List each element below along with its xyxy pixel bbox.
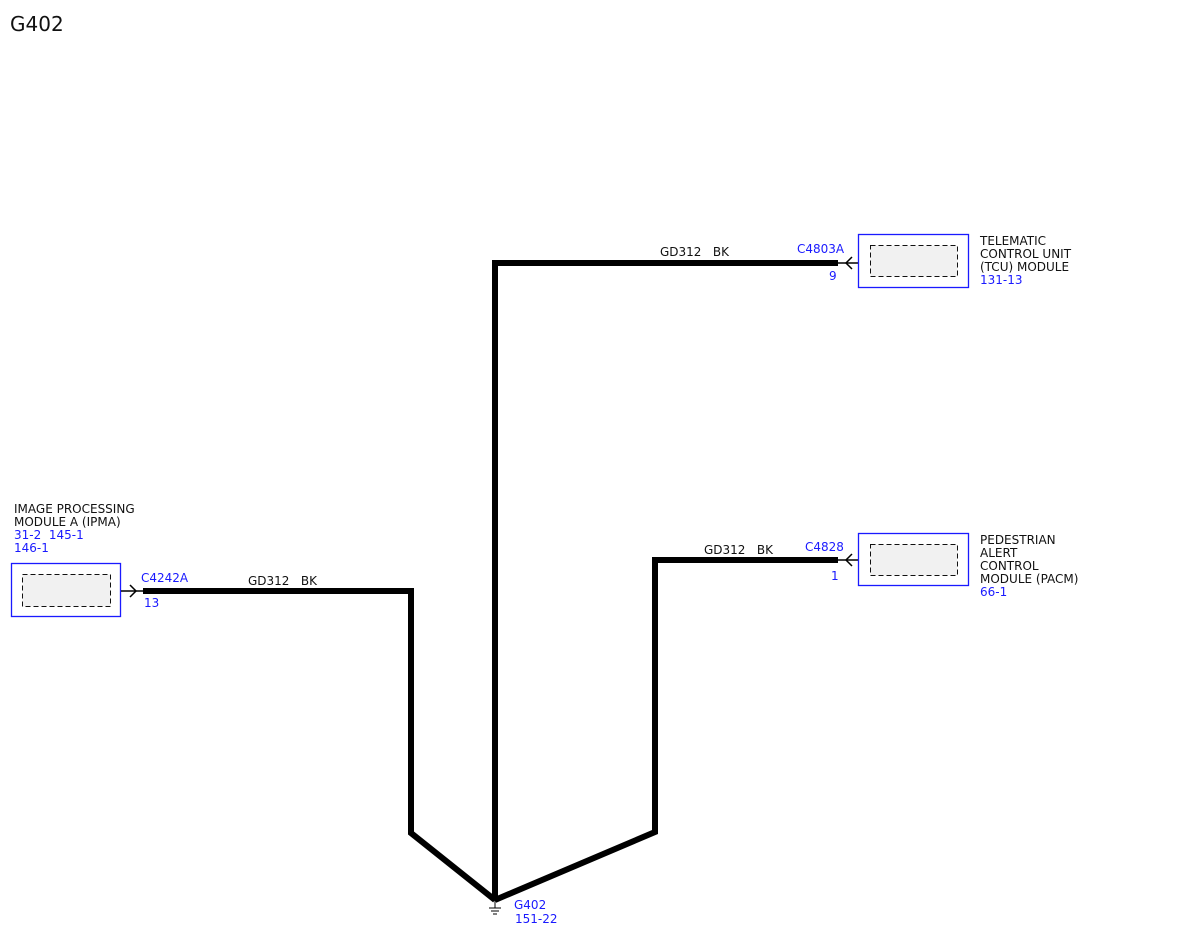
- pacm-connector: C4828: [805, 540, 844, 554]
- tcu-arrow-icon: [844, 256, 853, 270]
- pacm-name-line-1: PEDESTRIAN: [980, 533, 1056, 547]
- pacm-arrow-icon: [844, 553, 853, 567]
- diagram-title: G402: [10, 12, 64, 36]
- wire-ipma: [143, 588, 497, 903]
- pacm-name-line-4: MODULE (PACM): [980, 572, 1078, 586]
- ground-name: G402: [514, 898, 546, 912]
- tcu-module-inner: [870, 245, 958, 277]
- ipma-ref-line-1: 31-2 145-1: [14, 528, 84, 542]
- tcu-name-line-3: (TCU) MODULE: [980, 260, 1069, 274]
- module-ipma: IMAGE PROCESSING MODULE A (IPMA) 31-2 14…: [10, 502, 318, 618]
- pacm-ref-line-1: 66-1: [980, 585, 1007, 599]
- ipma-name-line-2: MODULE A (IPMA): [14, 515, 121, 529]
- ground-symbol-icon: [489, 900, 501, 915]
- ipma-name-line-1: IMAGE PROCESSING: [14, 502, 135, 516]
- wires: [143, 260, 838, 903]
- ipma-connector: C4242A: [141, 571, 189, 585]
- ipma-arrow-icon: [129, 584, 138, 598]
- pacm-wire-label: GD312 BK: [704, 543, 774, 557]
- module-pacm: GD312 BK C4828 1 PEDESTRIAN ALERT CONTRO…: [704, 532, 1078, 599]
- pacm-name-line-2: ALERT: [980, 546, 1018, 560]
- ground-ref: 151-22: [515, 912, 558, 926]
- tcu-name-line-1: TELEMATIC: [979, 234, 1046, 248]
- ipma-wire-label: GD312 BK: [248, 574, 318, 588]
- ipma-ref-line-2: 146-1: [14, 541, 49, 555]
- pacm-name-line-3: CONTROL: [980, 559, 1039, 573]
- tcu-name-line-2: CONTROL UNIT: [980, 247, 1072, 261]
- tcu-wire-label: GD312 BK: [660, 245, 730, 259]
- wire-tcu: [492, 260, 838, 900]
- module-tcu: GD312 BK C4803A 9 TELEMATIC CONTROL UNIT…: [660, 233, 1072, 289]
- tcu-connector: C4803A: [797, 242, 845, 256]
- tcu-ref-line-1: 131-13: [980, 273, 1023, 287]
- ipma-module-inner: [22, 574, 111, 607]
- ipma-pin: 13: [144, 596, 159, 610]
- tcu-pin: 9: [829, 269, 837, 283]
- pacm-pin: 1: [831, 569, 839, 583]
- wire-pacm: [493, 557, 838, 903]
- pacm-module-inner: [870, 544, 958, 576]
